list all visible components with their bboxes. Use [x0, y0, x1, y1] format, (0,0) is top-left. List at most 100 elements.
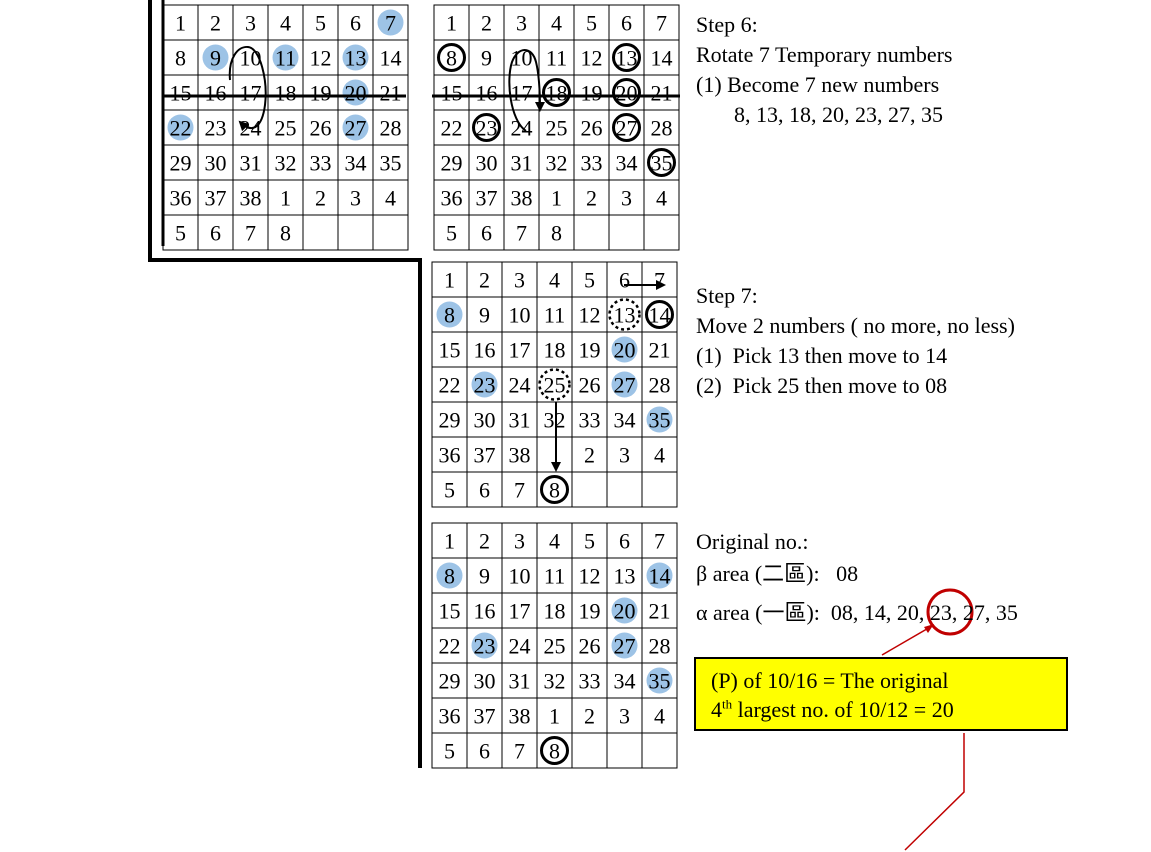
cell-number: 11: [275, 46, 296, 71]
cell-number: 21: [649, 338, 671, 363]
callout-pointer-head: [924, 624, 934, 633]
callout-box: (P) of 10/16 = The original 4th largest …: [694, 657, 1068, 731]
selection-ring: [612, 78, 641, 107]
highlight-dot: [646, 406, 673, 433]
grid-cell: [536, 366, 573, 403]
cell-number: 27: [614, 634, 636, 659]
cell-number: 37: [474, 704, 496, 729]
cell-number: 4: [654, 443, 665, 468]
grid-cell: [431, 592, 468, 629]
grid-cell: [503, 179, 540, 216]
cell-number: 22: [441, 116, 463, 141]
original-title: Original no.:: [696, 529, 809, 554]
cell-number: 5: [586, 11, 597, 36]
cell-number: 14: [380, 46, 402, 71]
grid-cell: [468, 179, 505, 216]
cell-number: 7: [245, 221, 256, 246]
cell-number: 34: [614, 669, 636, 694]
callout-line2-number: 4: [711, 697, 722, 722]
cell-number: 7: [654, 268, 665, 293]
cell-number: 7: [385, 11, 396, 36]
grid-cell: [466, 436, 503, 473]
cell-number: 17: [509, 338, 531, 363]
grid-cell: [536, 592, 573, 629]
grid-cell: [501, 627, 538, 664]
cell-number: 36: [441, 186, 463, 211]
cell-number: 25: [275, 116, 297, 141]
beta-area-line: β area (二區): 08: [696, 561, 859, 586]
grid-cell: [372, 74, 409, 111]
cell-number: 31: [509, 408, 531, 433]
cell-number: 8: [549, 478, 560, 503]
cell-number: 23: [474, 634, 496, 659]
grid-cell: [606, 296, 643, 333]
cell-number: 12: [581, 46, 603, 71]
grid-cell: [501, 471, 538, 508]
grid-cell: [232, 214, 269, 251]
cell-number: 3: [516, 11, 527, 36]
cell-number: 31: [509, 669, 531, 694]
grid-cell: [337, 214, 374, 251]
cell-number: 23: [474, 373, 496, 398]
cell-number: 4: [656, 186, 667, 211]
grid-cell: [337, 179, 374, 216]
cell-number: 19: [579, 599, 601, 624]
grid-cell: [337, 144, 374, 181]
cell-number: 3: [621, 186, 632, 211]
grid-cell: [641, 522, 678, 559]
grid-cell: [536, 261, 573, 298]
grid-cell: [606, 732, 643, 769]
cell-number: 32: [546, 151, 568, 176]
grid-cell: [536, 296, 573, 333]
highlight-dot: [611, 597, 638, 624]
cell-number: 2: [210, 11, 221, 36]
step7-line1: Move 2 numbers ( no more, no less): [696, 313, 1015, 338]
highlight-dot: [342, 114, 369, 141]
grid-cell: [501, 732, 538, 769]
cell-number: 13: [614, 564, 636, 589]
cell-number: 1: [444, 268, 455, 293]
cell-number: 2: [586, 186, 597, 211]
cell-number: 28: [649, 373, 671, 398]
cell-number: 24: [509, 634, 531, 659]
grid-cell: [267, 214, 304, 251]
grid-cell: [536, 401, 573, 438]
cell-number: 6: [479, 478, 490, 503]
highlight-dot: [471, 371, 498, 398]
cell-number: 24: [509, 373, 531, 398]
cell-number: 15: [170, 81, 192, 106]
cell-number: 17: [240, 81, 262, 106]
grid-cell: [197, 109, 234, 146]
cell-number: 4: [654, 704, 665, 729]
grid-cell: [501, 697, 538, 734]
cell-number: 27: [345, 116, 367, 141]
cell-number: 13: [616, 46, 638, 71]
cell-number: 22: [439, 634, 461, 659]
cell-number: 18: [544, 599, 566, 624]
source-ring: [538, 368, 571, 401]
grid-cell: [571, 366, 608, 403]
cell-number: 12: [579, 303, 601, 328]
cell-number: 9: [210, 46, 221, 71]
selection-ring: [437, 43, 466, 72]
cell-number: 2: [584, 443, 595, 468]
step7-title: Step 7:: [696, 283, 758, 308]
grid-cell: [643, 179, 680, 216]
cell-number: 8: [175, 46, 186, 71]
cell-number: 29: [441, 151, 463, 176]
cell-number: 4: [549, 268, 560, 293]
grid-cell: [468, 39, 505, 76]
answer-circle: [926, 588, 974, 636]
cell-number: 6: [210, 221, 221, 246]
grid-cell: [571, 522, 608, 559]
cell-number: 2: [479, 529, 490, 554]
grid-cell: [468, 4, 505, 41]
cell-number: 23: [205, 116, 227, 141]
grid-cell: [536, 436, 573, 473]
cell-number: 1: [444, 529, 455, 554]
grid-cell: [538, 144, 575, 181]
cell-number: 22: [439, 373, 461, 398]
source-ring: [608, 298, 641, 331]
